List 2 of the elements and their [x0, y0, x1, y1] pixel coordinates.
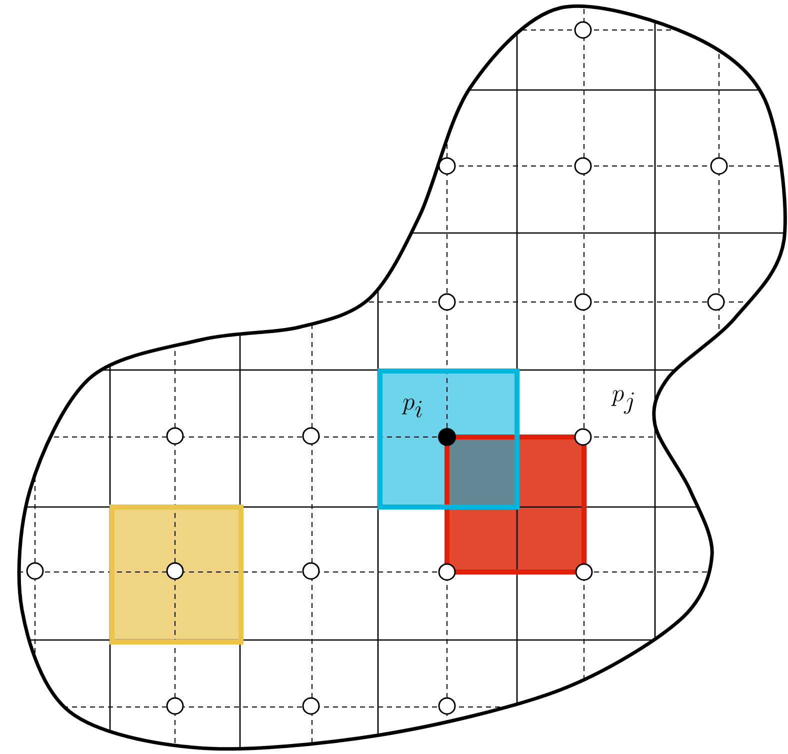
point-label: $p_j$	[611, 390, 634, 414]
point-label: $p_i$	[402, 398, 422, 418]
